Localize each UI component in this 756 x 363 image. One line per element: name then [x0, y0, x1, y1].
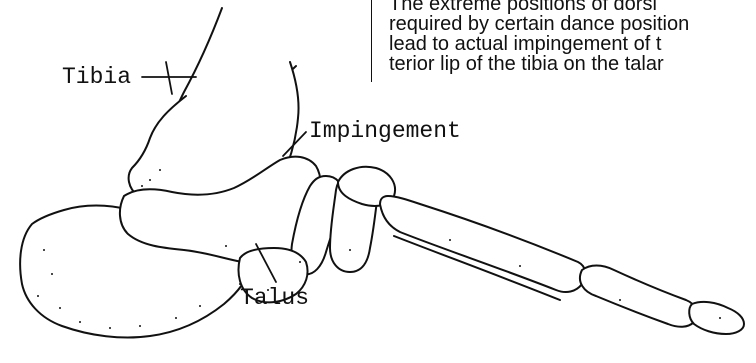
caption-divider	[371, 0, 372, 82]
proximal-phalanx-bone	[580, 266, 697, 327]
caption-line: required by certain dance position	[389, 14, 689, 34]
metatarsal-bone	[380, 196, 585, 292]
tibia-label: Tibia	[62, 66, 131, 89]
distal-phalanx-bone	[689, 302, 744, 334]
caption-line: The extreme positions of dorsi	[389, 0, 657, 14]
caption-line: terior lip of the tibia on the talar	[389, 54, 664, 74]
tibia-leader-tick	[166, 62, 172, 94]
talus-label: Talus	[240, 287, 309, 310]
caption-line: lead to actual impingement of t	[389, 34, 661, 54]
caption-text: The extreme positions of dorsi required …	[373, 0, 756, 82]
impingement-label: Impingement	[309, 120, 461, 143]
